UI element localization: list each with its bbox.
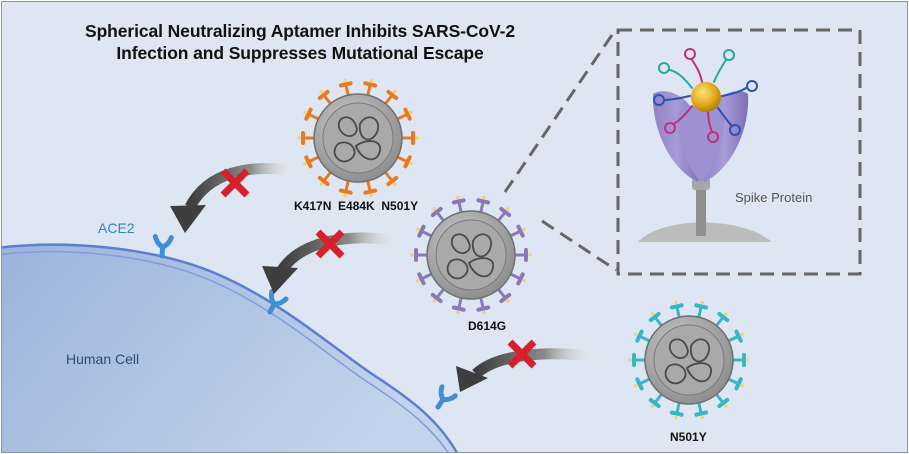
variant-label-n501y: N501Y <box>670 430 707 444</box>
virus-icon <box>297 78 419 198</box>
ace2-label: ACE2 <box>98 220 135 236</box>
aptamer-nanoparticle-icon <box>653 48 758 143</box>
variant-label-triple-mutant: K417N E484K N501Y <box>294 199 419 213</box>
human-cell <box>2 243 459 452</box>
virus-icon <box>628 300 750 420</box>
spike-protein-label: Spike Protein <box>735 190 813 205</box>
spike-protein-illustration <box>638 91 772 242</box>
virus-icon <box>410 195 532 315</box>
variant-label-d614g: D614G <box>468 319 507 333</box>
human-cell-label: Human Cell <box>66 351 140 367</box>
figure-title: Spherical Neutralizing Aptamer Inhibits … <box>10 20 590 64</box>
spike-inset-frame <box>503 28 862 276</box>
title-line-1: Spherical Neutralizing Aptamer Inhibits … <box>85 21 515 41</box>
title-line-2: Infection and Suppresses Mutational Esca… <box>116 43 484 63</box>
